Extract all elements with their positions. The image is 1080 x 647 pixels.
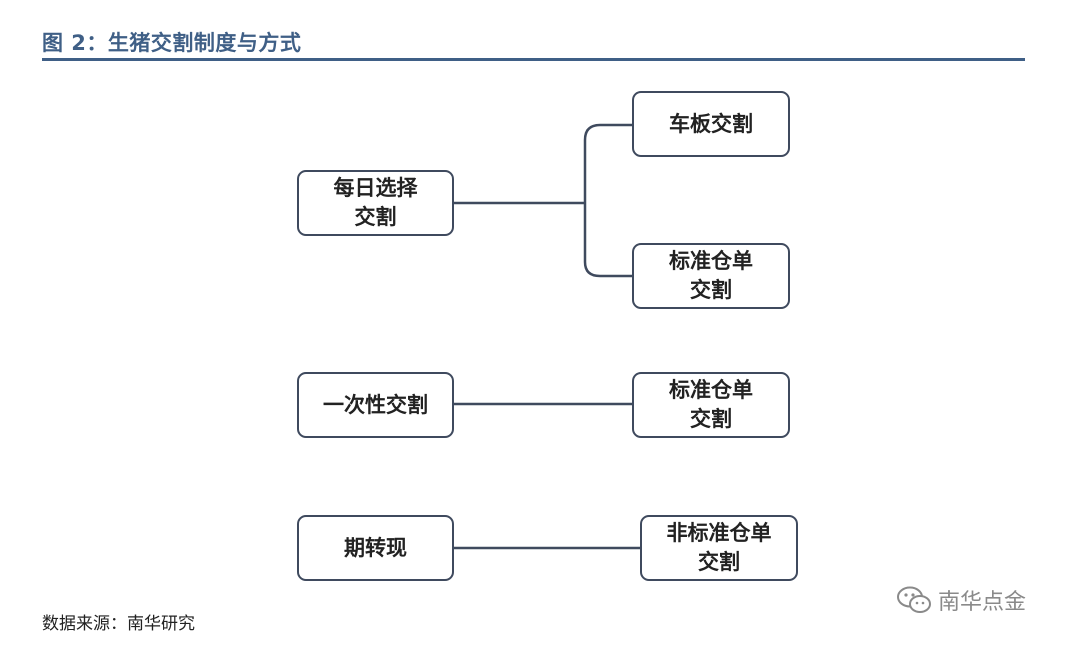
- node-label-line: 非标准仓单: [666, 521, 772, 545]
- connector-daily-branches: [583, 123, 633, 278]
- node-standard-warehouse-receipt-2: 标准仓单交割: [632, 372, 790, 438]
- node-standard-warehouse-receipt-1: 标准仓单交割: [632, 243, 790, 309]
- node-label-line: 每日选择: [333, 176, 418, 200]
- node-label-line: 交割: [690, 407, 732, 431]
- node-label-line: 期转现: [344, 535, 407, 560]
- node-label-line: 车板交割: [669, 111, 753, 136]
- node-non-standard-warehouse-receipt: 非标准仓单交割: [640, 515, 798, 581]
- wechat-icon: [897, 586, 931, 613]
- watermark-text: 南华点金: [938, 590, 1027, 615]
- node-label-line: 一次性交割: [323, 392, 428, 417]
- node-futures-to-spot: 期转现: [297, 515, 454, 581]
- node-label-line: 交割: [690, 278, 732, 302]
- node-label-line: 标准仓单: [669, 378, 753, 402]
- watermark: 南华点金: [896, 584, 1026, 616]
- node-label-line: 标准仓单: [669, 249, 753, 273]
- node-daily-choice-delivery: 每日选择交割: [297, 170, 454, 236]
- node-vehicle-board-delivery: 车板交割: [632, 91, 790, 157]
- data-source-note: 数据来源：南华研究: [42, 614, 195, 634]
- node-one-time-delivery: 一次性交割: [297, 372, 454, 438]
- node-label-line: 交割: [698, 550, 740, 574]
- node-label-line: 交割: [354, 205, 397, 229]
- page-title: 图 2：生猪交割制度与方式: [42, 31, 302, 55]
- title-divider: [42, 58, 1025, 61]
